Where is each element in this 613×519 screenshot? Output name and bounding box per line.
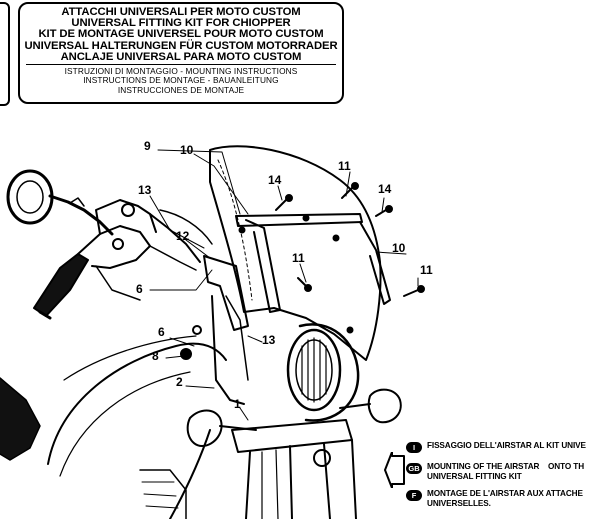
callout-6-upper: 6 (136, 282, 143, 296)
lang-badge-f: F (406, 490, 422, 501)
legend-text-f: MONTAGE DE L'AIRSTAR AUX ATTACHE UNIVERS… (427, 489, 583, 508)
title-line-es: ANCLAJE UNIVERSAL PARA MOTO CUSTOM (26, 51, 336, 66)
fork-and-signals-drawing (186, 388, 402, 519)
callout-13-lower: 13 (262, 333, 276, 347)
legend-text-gb: MOUNTING OF THE AIRSTAR ONTO TH UNIVERSA… (427, 462, 585, 481)
callout-12: 12 (176, 229, 190, 243)
title-line-fr: KIT DE MONTAGE UNIVERSEL POUR MOTO CUSTO… (38, 28, 324, 41)
mounting-bars-drawing (203, 213, 391, 405)
title-line-it: ATTACCHI UNIVERSALI PER MOTO CUSTOM (61, 6, 301, 18)
callout-6-lower: 6 (158, 325, 165, 339)
legend-row-f: F MONTAGE DE L'AIRSTAR AUX ATTACHE UNIVE… (406, 489, 583, 508)
mirror-drawing (6, 169, 114, 236)
callout-13-top: 13 (138, 183, 152, 197)
callout-1: 1 (234, 397, 241, 411)
callout-2: 2 (176, 375, 183, 389)
callout-10-top: 10 (180, 143, 194, 157)
lang-badge-it: I (406, 442, 422, 453)
title-line-en: UNIVERSAL FITTING KIT FOR CHIOPPER (71, 17, 291, 30)
instruction-line-3: INSTRUCCIONES DE MONTAJE (117, 84, 245, 95)
fuel-tank-drawing (0, 335, 227, 519)
leader-lines (149, 149, 419, 421)
callout-10-right: 10 (392, 241, 406, 255)
lang-badge-gb: GB (406, 463, 422, 474)
left-arrow-icon (384, 452, 405, 488)
legend-row-it: I FISSAGGIO DELL'AIRSTAR AL KIT UNIVE (406, 441, 586, 453)
callout-14-right: 14 (378, 182, 392, 196)
callout-14-left: 14 (268, 173, 282, 187)
headlight-drawing (286, 323, 360, 422)
callout-11-right: 11 (420, 263, 433, 277)
callout-9: 9 (144, 139, 151, 153)
callout-8: 8 (152, 349, 159, 363)
title-lines: ATTACCHI UNIVERSALI PER MOTO CUSTOM UNIV… (20, 6, 342, 66)
left-page-tab (0, 2, 10, 106)
instruction-lines: ISTRUZIONI DI MONTAGGIO - MOUNTING INSTR… (20, 66, 342, 95)
legend-text-it: FISSAGGIO DELL'AIRSTAR AL KIT UNIVE (427, 441, 586, 450)
bolts-drawing (180, 182, 425, 360)
title-box: ATTACCHI UNIVERSALI PER MOTO CUSTOM UNIV… (18, 2, 344, 104)
title-line-de: UNIVERSAL HALTERUNGEN FÜR CUSTOM MOTORRA… (24, 39, 338, 52)
legend-row-gb: GB MOUNTING OF THE AIRSTAR ONTO TH UNIVE… (406, 462, 584, 481)
instruction-line-1: ISTRUZIONI DI MONTAGGIO - MOUNTING INSTR… (64, 66, 298, 77)
instruction-line-2: INSTRUCTIONS DE MONTAGE - BAUANLEITUNG (83, 75, 279, 86)
handlebar-drawing (33, 199, 213, 320)
callout-11-top: 11 (338, 159, 351, 173)
callout-11-middle: 11 (292, 251, 305, 265)
